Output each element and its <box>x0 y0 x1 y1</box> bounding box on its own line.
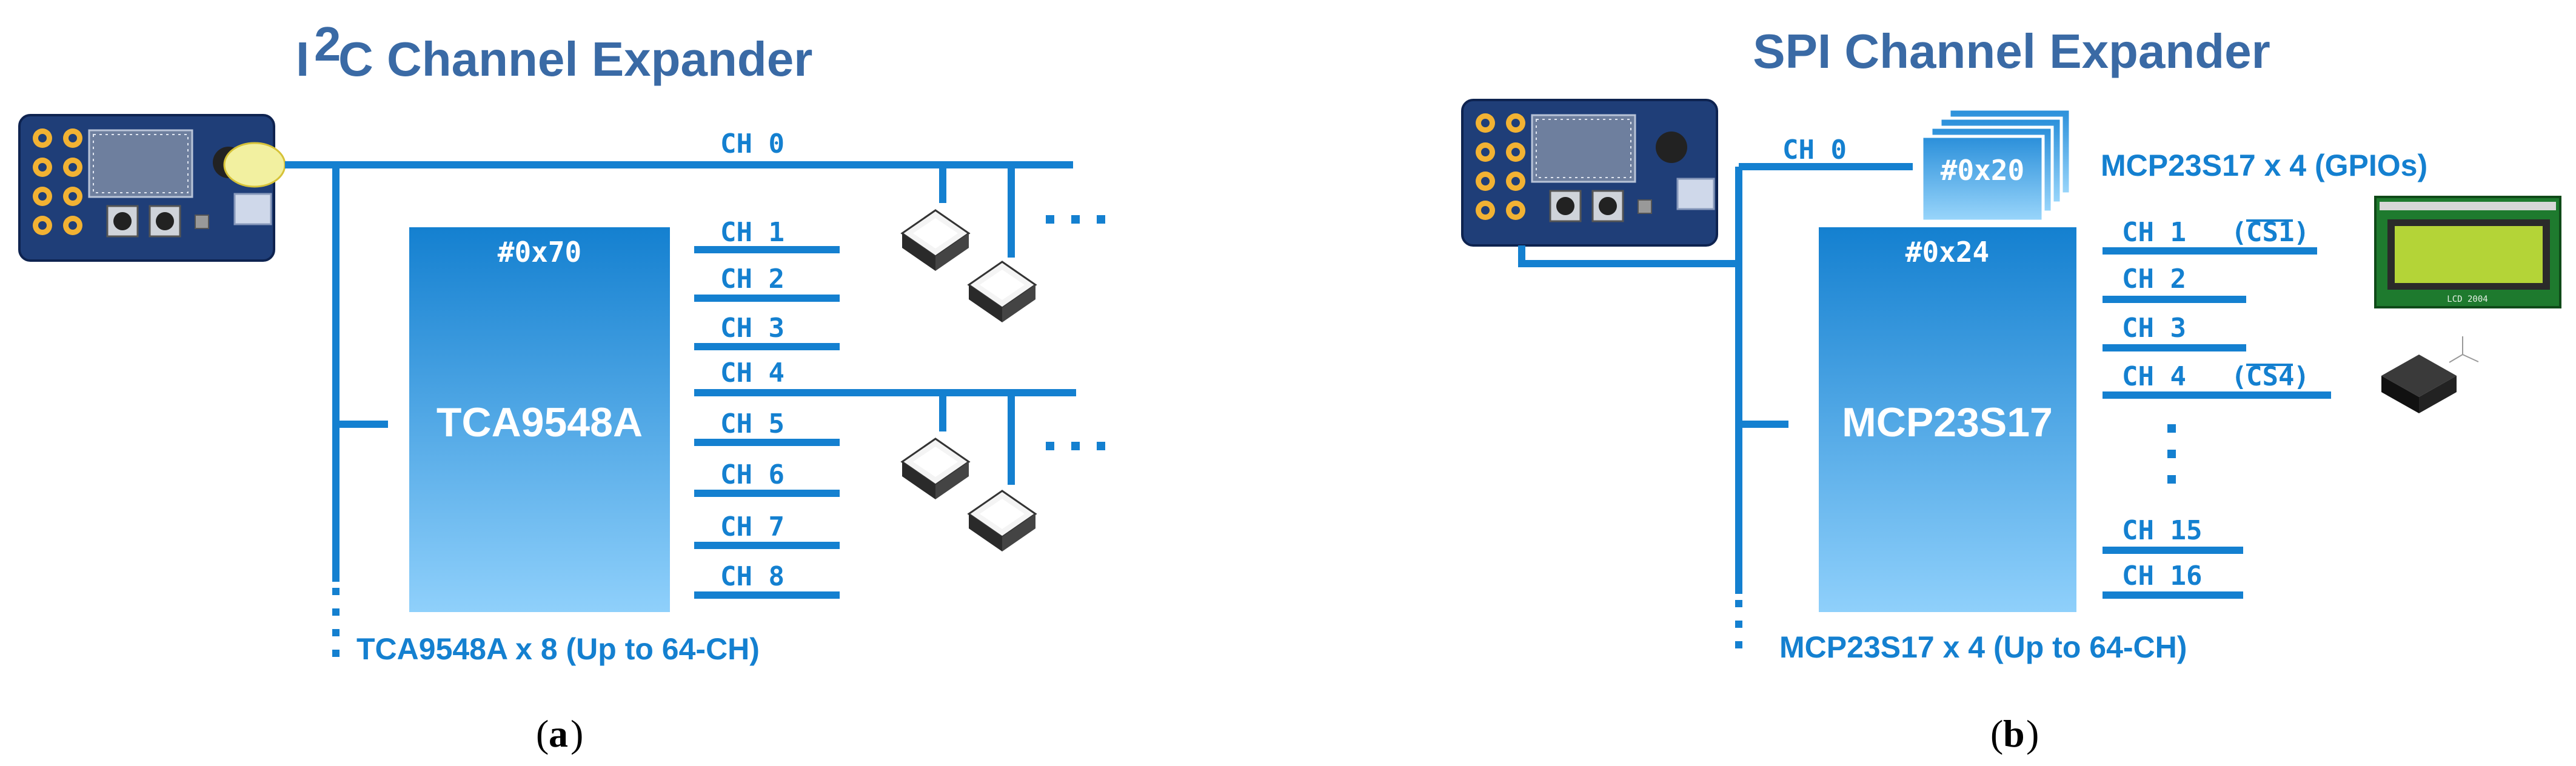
i2c-port-highlight <box>223 142 286 188</box>
panel-b-ch3-label: CH 3 <box>2122 313 2186 344</box>
panel-a-ch5-label: CH 5 <box>720 408 785 439</box>
panel-a-ch6-label: CH 6 <box>720 459 785 490</box>
panel-a-ch8-label: CH 8 <box>720 561 785 592</box>
controller-board-icon <box>18 114 275 262</box>
controller-board-icon-b <box>1461 99 1718 247</box>
panel-b-cs1-close-paren: ) <box>2293 217 2310 248</box>
panel-a-title-superscript: 2 <box>314 17 341 71</box>
panel-a-ch0-label: CH 0 <box>720 128 785 159</box>
panel-a-caption-letter: a <box>549 712 568 755</box>
panel-b-cs4-open-paren: ( <box>2231 361 2247 392</box>
panel-b-ch0-label: CH 0 <box>1782 135 1847 165</box>
panel-a-ch1-label: CH 1 <box>720 217 785 248</box>
panel-b-ch16-label: CH 16 <box>2122 561 2202 591</box>
panel-a-ch7-label: CH 7 <box>720 511 785 542</box>
tca9548a-address: #0x70 <box>498 236 581 268</box>
panel-a: I 2 C Channel Expander #0x70 TCA9548A CH… <box>18 17 1116 755</box>
panel-b-cs1-label: CS1 <box>2246 217 2294 248</box>
panel-b-cs4-label: CS4 <box>2246 361 2294 392</box>
ch4-sensor-1-icon <box>901 438 970 501</box>
ch4-sensor-2-icon <box>968 490 1037 553</box>
lcd-module-icon: LCD 2004 <box>2374 196 2561 308</box>
panel-a-footnote: TCA9548A x 8 (Up to 64-CH) <box>356 632 760 666</box>
panel-b-footnote: MCP23S17 x 4 (Up to 64-CH) <box>1779 630 2187 664</box>
panel-a-caption-close: ) <box>570 712 583 755</box>
mcp23s17-address: #0x24 <box>1905 236 1989 268</box>
panel-b-caption-open: ( <box>1990 712 2003 755</box>
panel-a-ch3-label: CH 3 <box>720 313 785 344</box>
mcp23s17-name: MCP23S17 <box>1842 399 2053 445</box>
board-to-bus-link <box>1518 245 1739 267</box>
panel-b-caption-letter: b <box>2003 712 2025 755</box>
panel-b-ch4-label: CH 4 <box>2122 361 2186 392</box>
gpio-stack-note: MCP23S17 x 4 (GPIOs) <box>2101 148 2427 182</box>
panel-a-title-i: I <box>296 32 309 86</box>
ch0-sensor-1-icon <box>901 209 970 272</box>
panel-b-ch2-label: CH 2 <box>2122 264 2186 295</box>
gpio-stack-address: #0x20 <box>1941 154 2024 187</box>
lcd-module-label: LCD 2004 <box>2447 295 2487 304</box>
panel-a-title-rest: C Channel Expander <box>338 32 812 86</box>
accelerometer-icon <box>2381 336 2479 413</box>
panel-b: SPI Channel Expander #0x20 MCP23S17 x 4 … <box>1461 24 2561 755</box>
mcp23s17-chip <box>1819 227 2076 612</box>
tca9548a-name: TCA9548A <box>437 399 643 445</box>
ch0-sensor-2-icon <box>968 261 1037 324</box>
panel-b-ch15-label: CH 15 <box>2122 515 2202 546</box>
panel-b-title: SPI Channel Expander <box>1753 24 2270 78</box>
panel-a-caption-open: ( <box>536 712 549 755</box>
panel-b-cs4-close-paren: ) <box>2293 361 2310 392</box>
panel-b-cs1-open-paren: ( <box>2231 217 2247 248</box>
panel-a-ch2-label: CH 2 <box>720 264 785 295</box>
panel-b-ch1-label: CH 1 <box>2122 217 2186 248</box>
tca9548a-chip <box>409 227 670 612</box>
gpio-stack-layer-1 <box>1920 135 2045 223</box>
panel-b-caption-close: ) <box>2026 712 2039 755</box>
panel-a-ch4-label: CH 4 <box>720 358 785 388</box>
